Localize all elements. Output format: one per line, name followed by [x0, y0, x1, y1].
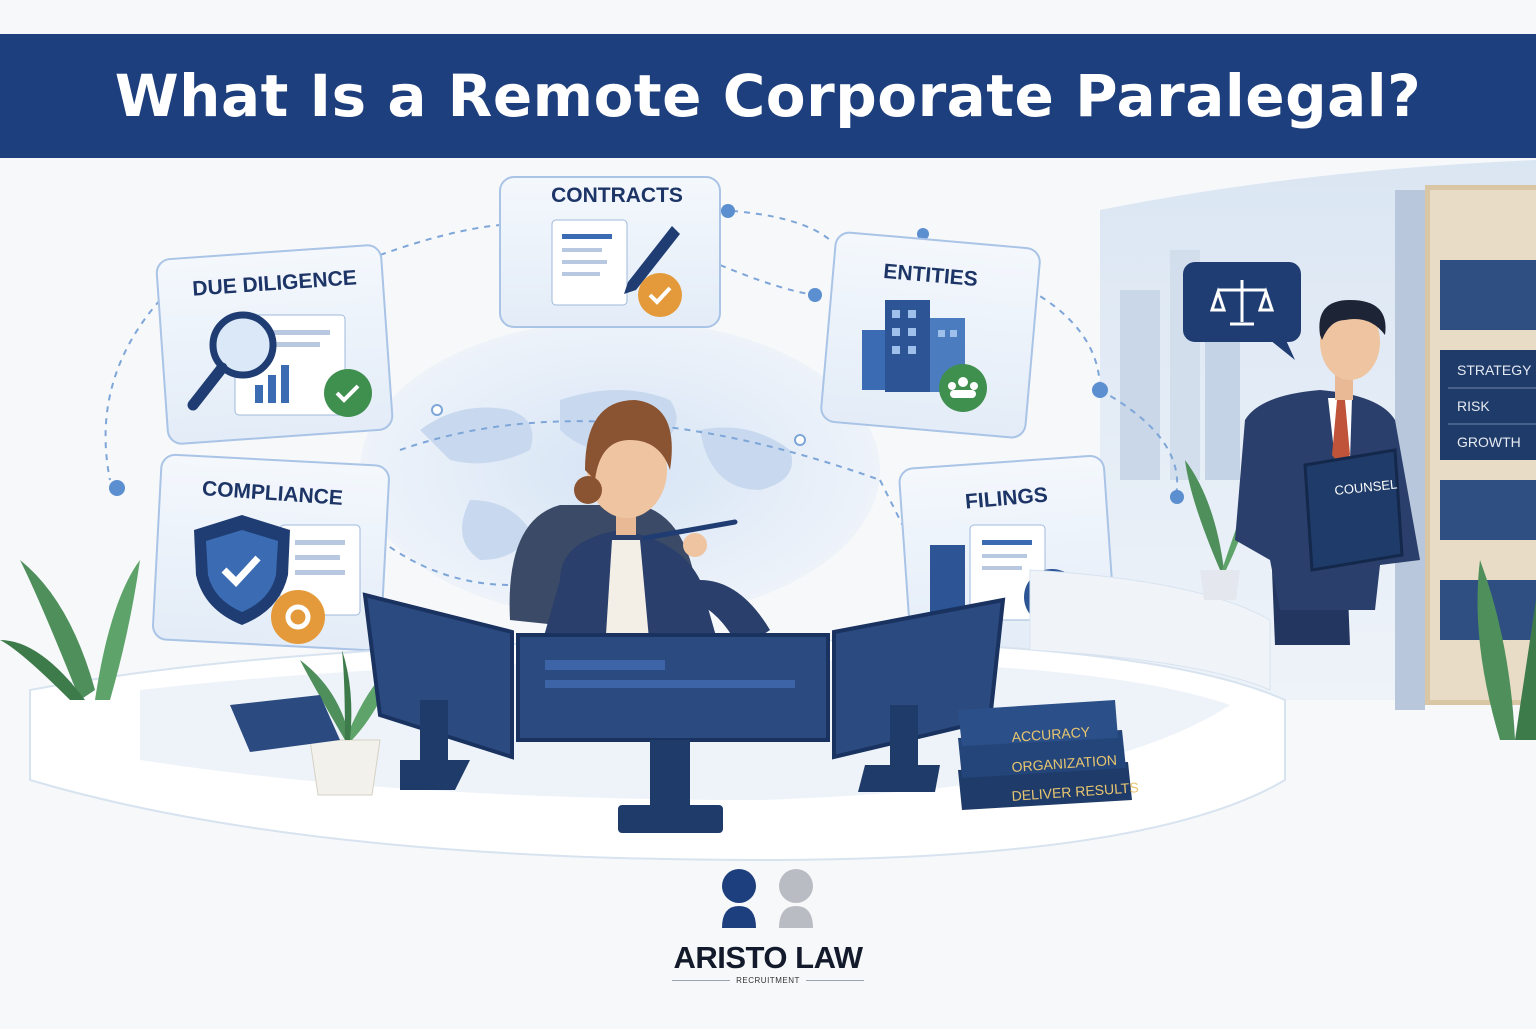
card-compliance: COMPLIANCE: [152, 454, 389, 651]
card-contracts: CONTRACTS: [500, 177, 720, 327]
board-item-risk: RISK: [1457, 398, 1490, 414]
card-entities: ENTITIES: [820, 231, 1041, 438]
card-due-diligence: DUE DILIGENCE: [156, 244, 393, 444]
card-title-contracts: CONTRACTS: [551, 184, 683, 207]
logo-divider-right: [806, 980, 864, 981]
book-stack: ACCURACY ORGANIZATION DELIVER RESULTS: [958, 700, 1139, 810]
title-banner: What Is a Remote Corporate Paralegal?: [0, 34, 1536, 158]
aristo-law-logo: ARISTO LAW RECRUITMENT: [668, 868, 868, 990]
board-item-growth: GROWTH: [1457, 434, 1521, 450]
page-title: What Is a Remote Corporate Paralegal?: [115, 62, 1422, 130]
logo-name: ARISTO LAW: [668, 940, 868, 976]
logo-people-icon: [668, 868, 868, 938]
board-item-strategy: STRATEGY: [1457, 362, 1532, 378]
